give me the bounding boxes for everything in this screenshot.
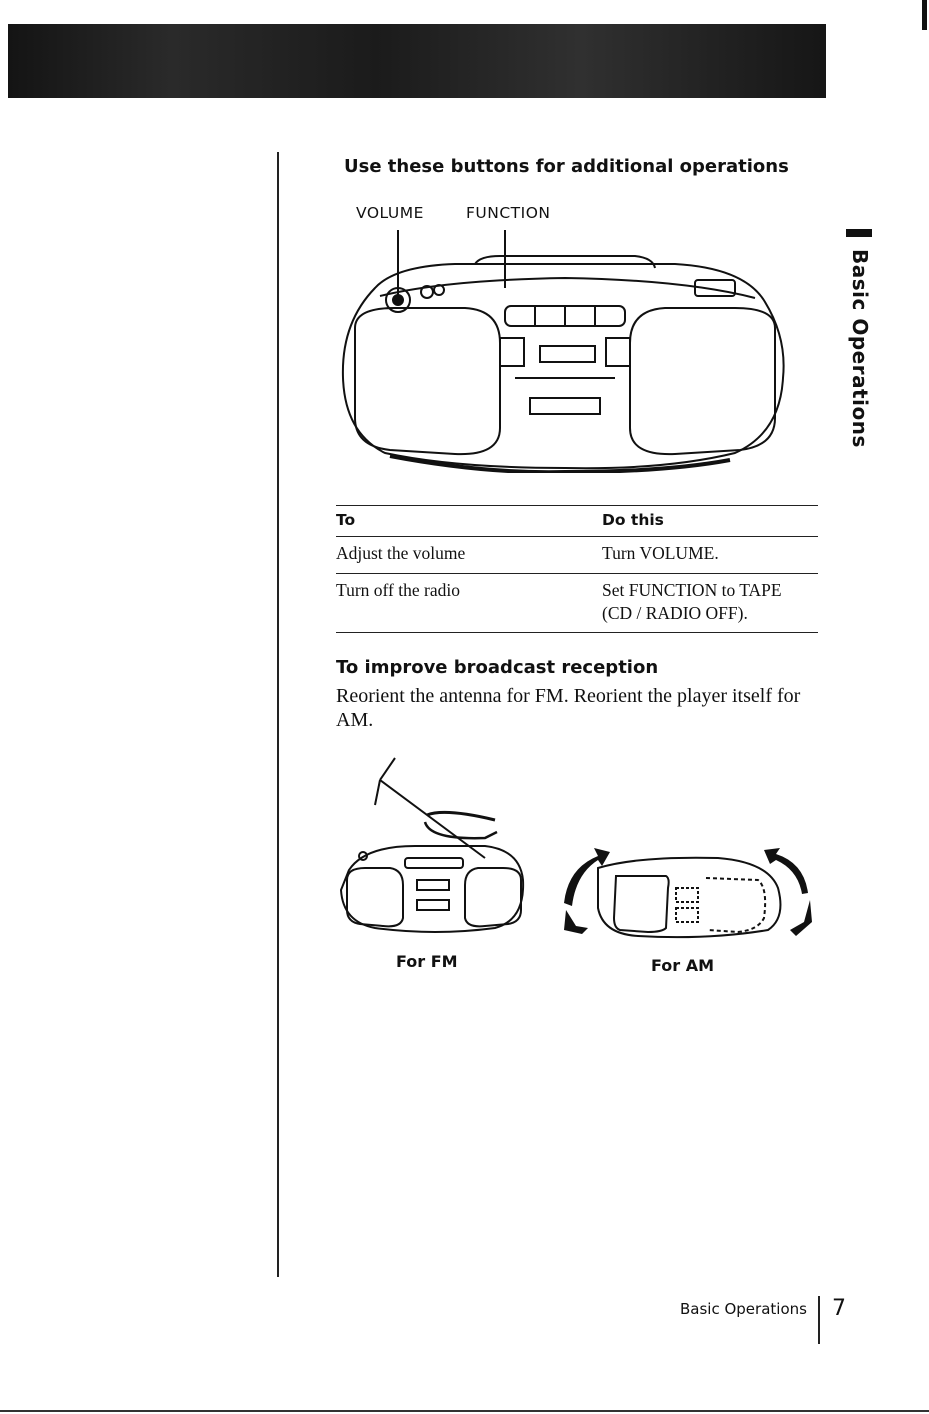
- callout-volume: VOLUME: [356, 204, 424, 222]
- operations-table: To Do this Adjust the volume Turn VOLUME…: [336, 505, 818, 634]
- column-rule: [277, 152, 279, 1277]
- caption-for-am: For AM: [651, 956, 715, 975]
- header-to: To: [336, 505, 602, 537]
- side-tab-label: Basic Operations: [848, 249, 872, 448]
- reception-heading: To improve broadcast reception: [336, 657, 659, 678]
- table-header-row: To Do this: [336, 505, 818, 537]
- side-tab: Basic Operations: [846, 225, 872, 465]
- header-do-this: Do this: [602, 505, 818, 537]
- row-do-adjust-volume: Turn VOLUME.: [602, 536, 818, 574]
- footer-rule: [818, 1296, 820, 1344]
- row-to-adjust-volume: Adjust the volume: [336, 536, 602, 574]
- table-row: Adjust the volume Turn VOLUME.: [336, 536, 818, 574]
- bottom-rule: [0, 1410, 929, 1412]
- table-row: Turn off the radio Set FUNCTION to TAPE …: [336, 573, 818, 634]
- side-tab-marker: [846, 229, 872, 237]
- callout-function: FUNCTION: [466, 204, 551, 222]
- boombox-illustration: [341, 230, 785, 473]
- caption-for-fm: For FM: [396, 952, 458, 971]
- fm-antenna-illustration: [339, 757, 525, 933]
- row-do-line: Turn VOLUME.: [602, 543, 719, 563]
- header-band: [8, 24, 826, 98]
- row-to-radio-off: Turn off the radio: [336, 573, 602, 634]
- corner-mark: [922, 0, 927, 30]
- am-rotate-illustration: [564, 848, 812, 939]
- section-heading: Use these buttons for additional operati…: [344, 156, 789, 177]
- footer-section-name: Basic Operations: [680, 1300, 807, 1318]
- reception-body: Reorient the antenna for FM. Reorient th…: [336, 685, 801, 731]
- page-number: 7: [832, 1296, 846, 1321]
- row-do-radio-off: Set FUNCTION to TAPE (CD / RADIO OFF).: [602, 573, 818, 634]
- row-do-line: Set FUNCTION to TAPE: [602, 579, 782, 600]
- row-do-line: (CD / RADIO OFF).: [602, 602, 748, 623]
